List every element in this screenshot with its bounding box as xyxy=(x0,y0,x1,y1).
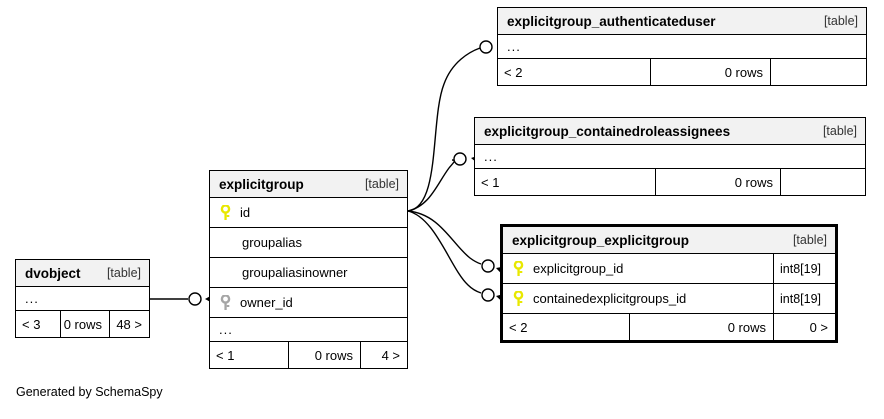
table-row[interactable]: groupalias xyxy=(210,228,407,258)
hidden-columns-ellipsis: ... xyxy=(210,318,407,342)
table-type-tag: [table] xyxy=(364,177,399,191)
table-explicitgroup-containedroleassignees[interactable]: explicitgroup_containedroleassignees [ta… xyxy=(474,117,866,196)
footer-children xyxy=(780,169,865,195)
hidden-columns-ellipsis: ... xyxy=(498,35,866,59)
table-row[interactable]: id xyxy=(210,198,407,228)
table-header: explicitgroup_authenticateduser [table] xyxy=(498,8,866,35)
column-name-cell: explicitgroup_id xyxy=(503,254,773,283)
table-header: explicitgroup_containedroleassignees [ta… xyxy=(475,118,865,145)
column-label: groupaliasinowner xyxy=(242,265,348,280)
footer-children: 48 > xyxy=(109,311,149,337)
hidden-columns-ellipsis: ... xyxy=(16,287,149,311)
primary-key-icon xyxy=(512,289,525,307)
table-footer: < 1 0 rows xyxy=(475,169,865,195)
table-title: dvobject xyxy=(25,265,81,281)
table-row[interactable]: containedexplicitgroups_id int8[19] xyxy=(503,284,835,314)
footer-parents: < 2 xyxy=(504,64,523,80)
footer-rowcount: 0 rows xyxy=(650,59,770,85)
table-explicitgroup[interactable]: explicitgroup [table] id groupalias xyxy=(209,170,408,369)
footer-children: 4 > xyxy=(360,342,407,368)
footer-rowcount: 0 rows xyxy=(60,311,109,337)
footer-rowcount: 0 rows xyxy=(655,169,780,195)
column-type: int8[19] xyxy=(773,254,835,283)
footer-parents: < 1 xyxy=(216,347,235,363)
edge-explicitgroup-to-explicitgroup-explicitgroup-1 xyxy=(407,210,509,278)
table-row[interactable]: owner_id xyxy=(210,288,407,318)
table-header: explicitgroup [table] xyxy=(210,171,407,198)
generated-by-note: Generated by SchemaSpy xyxy=(16,385,163,399)
table-footer: < 1 0 rows 4 > xyxy=(210,342,407,368)
column-name-cell: containedexplicitgroups_id xyxy=(503,284,773,313)
table-row[interactable]: explicitgroup_id int8[19] xyxy=(503,254,835,284)
table-footer: < 3 0 rows 48 > xyxy=(16,311,149,337)
column-label: groupalias xyxy=(242,235,302,250)
table-type-tag: [table] xyxy=(792,233,827,247)
primary-key-icon xyxy=(512,259,525,277)
table-type-tag: [table] xyxy=(823,14,858,28)
table-title: explicitgroup_containedroleassignees xyxy=(484,123,731,139)
footer-parents: < 1 xyxy=(481,174,500,190)
hidden-columns-ellipsis: ... xyxy=(475,145,865,169)
column-label: id xyxy=(240,205,251,220)
table-title: explicitgroup_authenticateduser xyxy=(507,13,716,29)
table-title: explicitgroup_explicitgroup xyxy=(512,232,690,248)
primary-key-icon xyxy=(219,203,232,221)
table-footer: < 2 0 rows 0 > xyxy=(503,314,835,340)
table-type-tag: [table] xyxy=(822,124,857,138)
column-name-cell: groupaliasinowner xyxy=(210,258,407,287)
edge-explicitgroup-to-explicitgroup-explicitgroup-2 xyxy=(407,210,509,306)
table-type-tag: [table] xyxy=(106,266,141,280)
table-dvobject[interactable]: dvobject [table] ... < 3 0 rows 48 > xyxy=(15,259,150,338)
table-row[interactable]: groupaliasinowner xyxy=(210,258,407,288)
footer-children xyxy=(770,59,866,85)
column-label: explicitgroup_id xyxy=(533,261,624,276)
table-header: explicitgroup_explicitgroup [table] xyxy=(503,227,835,254)
table-header: dvobject [table] xyxy=(16,260,149,287)
edge-dvobject-to-explicitgroup-owner xyxy=(150,292,217,306)
footer-rowcount: 0 rows xyxy=(288,342,360,368)
foreign-key-icon xyxy=(219,293,232,311)
table-title: explicitgroup xyxy=(219,176,304,192)
table-explicitgroup-authenticateduser[interactable]: explicitgroup_authenticateduser [table] … xyxy=(497,7,867,86)
footer-rowcount: 0 rows xyxy=(629,314,773,340)
column-name-cell: id xyxy=(210,198,407,227)
column-label: containedexplicitgroups_id xyxy=(533,291,687,306)
footer-children: 0 > xyxy=(773,314,835,340)
edge-explicitgroup-to-containedroleassignees xyxy=(407,151,484,212)
footer-parents: < 2 xyxy=(509,319,528,335)
column-label: owner_id xyxy=(240,295,293,310)
footer-parents: < 3 xyxy=(22,316,41,332)
table-footer: < 2 0 rows xyxy=(498,59,866,85)
column-name-cell: owner_id xyxy=(210,288,407,317)
column-name-cell: groupalias xyxy=(210,228,407,257)
column-type: int8[19] xyxy=(773,284,835,313)
table-explicitgroup-explicitgroup[interactable]: explicitgroup_explicitgroup [table] expl… xyxy=(500,224,838,343)
